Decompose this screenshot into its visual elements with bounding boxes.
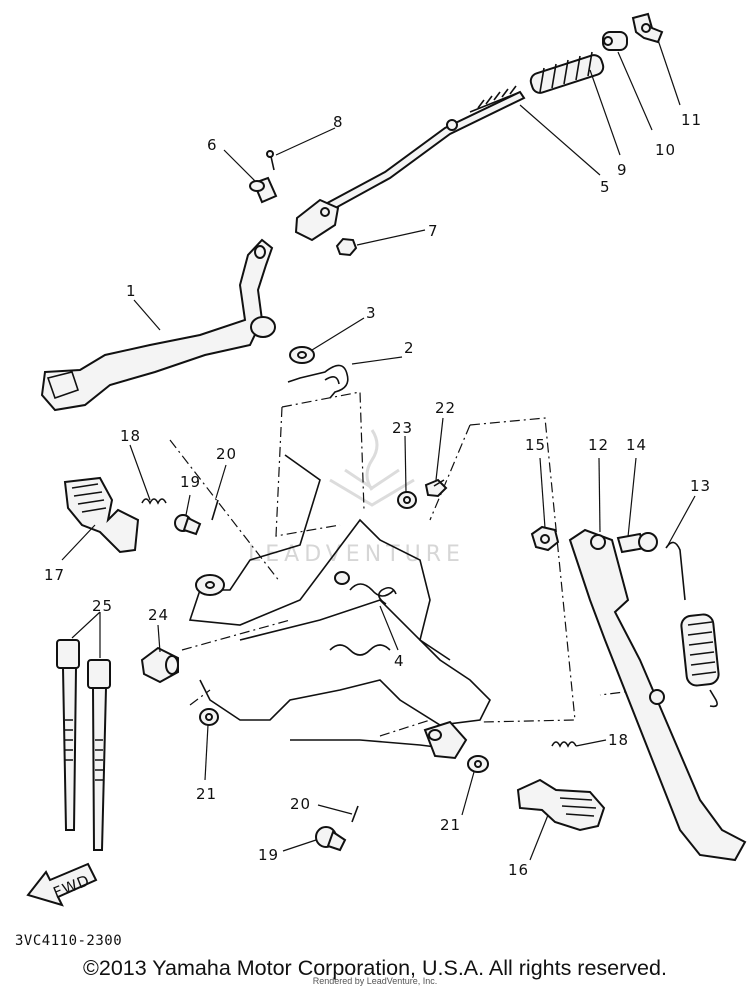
cable-ties [56, 639, 111, 851]
callout-3: 3 [366, 304, 377, 322]
leader-lines [61, 39, 696, 861]
render-credit: Rendered by LeadVenture, Inc. [312, 976, 438, 986]
callout-15: 15 [525, 436, 546, 454]
callout-10: 10 [655, 141, 676, 159]
washer-left [199, 708, 219, 726]
callout-12: 12 [588, 436, 609, 454]
frame-outline [188, 454, 491, 751]
callout-21-right: 21 [440, 816, 461, 834]
stand-pivot-bolt [616, 532, 658, 554]
callout-20-left: 20 [216, 445, 237, 463]
callout-5: 5 [600, 178, 611, 196]
footrest-pin-right [315, 826, 347, 852]
rod-clevis [294, 198, 340, 242]
footrest-right [516, 778, 606, 832]
bolt [424, 478, 448, 498]
brake-pedal [40, 238, 276, 412]
frame-mount-right [423, 720, 468, 760]
sidestand [568, 528, 747, 862]
watermark-logo-icon [329, 429, 415, 507]
footrest-left [63, 476, 140, 554]
rod-joint [602, 31, 628, 51]
callout-labels: 1 2 3 4 5 6 7 8 9 10 11 12 13 14 15 16 1… [44, 111, 711, 879]
stand-spring [649, 541, 720, 708]
return-spring [287, 364, 349, 399]
callout-2: 2 [404, 339, 415, 357]
clevis-pin [249, 176, 278, 204]
watermark: LEADVENTURE [248, 429, 465, 567]
callout-11: 11 [681, 111, 702, 129]
callout-13: 13 [690, 477, 711, 495]
washer [289, 346, 315, 364]
callout-8: 8 [333, 113, 344, 131]
diagram-code: 3VC4110-2300 [15, 933, 123, 949]
callout-19-right: 19 [258, 846, 279, 864]
washer-right [467, 755, 489, 773]
collar [397, 491, 417, 509]
cotter-pin [266, 150, 275, 171]
circlip [378, 586, 397, 605]
callout-7: 7 [428, 222, 439, 240]
damper-collar [140, 646, 179, 684]
callout-25: 25 [92, 597, 113, 615]
frame-mount-left [195, 574, 225, 596]
callout-23: 23 [392, 419, 413, 437]
callout-18-left: 18 [120, 427, 141, 445]
wing-nut [631, 12, 664, 44]
watermark-text: LEADVENTURE [248, 542, 465, 567]
callout-21-left: 21 [196, 785, 217, 803]
callout-19-left: 19 [180, 473, 201, 491]
callout-24: 24 [148, 606, 169, 624]
stand-nut [530, 525, 560, 552]
callout-14: 14 [626, 436, 647, 454]
callout-1: 1 [126, 282, 137, 300]
brake-rod-spring [529, 51, 605, 94]
forward-direction-arrow: FWD [26, 862, 98, 907]
callout-22: 22 [435, 399, 456, 417]
cotter-pin-left [211, 499, 219, 521]
callout-20-right: 20 [290, 795, 311, 813]
footrest-pin-left [174, 514, 202, 536]
footrest-spring-left [141, 498, 167, 505]
frame-mount-center [334, 571, 350, 585]
callout-16: 16 [508, 861, 529, 879]
cotter-pin-right [351, 805, 359, 823]
callout-9: 9 [617, 161, 628, 179]
footrest-spring-right [551, 741, 577, 748]
callout-6: 6 [207, 136, 218, 154]
callout-18-right: 18 [608, 731, 629, 749]
brake-rod [303, 85, 526, 224]
copyright-notice: ©2013 Yamaha Motor Corporation, U.S.A. A… [83, 956, 667, 980]
callout-4: 4 [394, 652, 405, 670]
callout-17: 17 [44, 566, 65, 584]
nut [335, 237, 358, 257]
